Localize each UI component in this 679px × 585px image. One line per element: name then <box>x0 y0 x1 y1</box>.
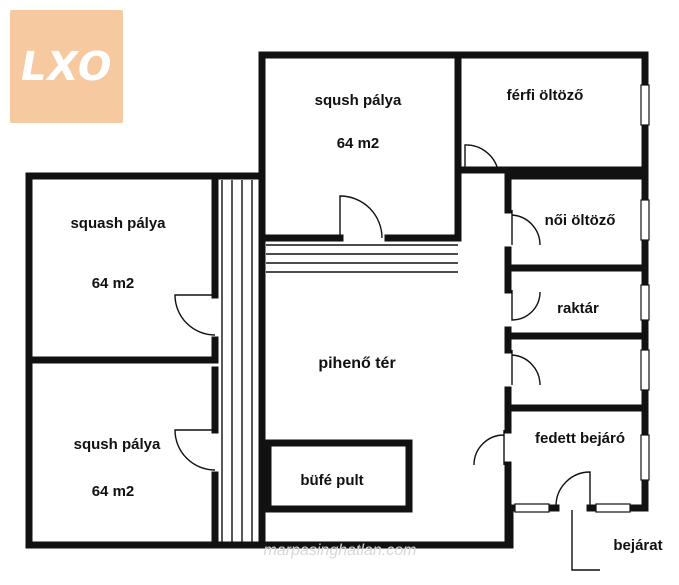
label-noi-oltozo: női öltöző <box>545 212 616 229</box>
label-squash-top-area: 64 m2 <box>337 135 380 152</box>
label-squash-left-upper-area: 64 m2 <box>92 275 135 292</box>
label-bejarat: bejárat <box>613 537 662 554</box>
label-squash-left-lower-area: 64 m2 <box>92 483 135 500</box>
label-raktar: raktár <box>557 300 599 317</box>
ferfi-walls <box>454 51 649 174</box>
logo: LXO <box>10 10 123 123</box>
stair-lines <box>221 180 458 545</box>
watermark: marpasinghatlan.com <box>264 542 417 559</box>
label-squash-left-lower-name: sqush pálya <box>74 436 161 453</box>
label-squash-left-upper-name: squash pálya <box>70 215 166 232</box>
label-piheno-ter: pihenő tér <box>318 355 395 372</box>
left-squash-upper-walls <box>25 336 219 364</box>
windows <box>514 84 650 513</box>
label-ferfi-oltozo: férfi öltöző <box>507 87 584 104</box>
bufe-counter-box <box>264 439 413 513</box>
label-bufe-pult: büfé pult <box>300 472 363 489</box>
label-fedett-bejaro: fedett bejáró <box>535 430 625 447</box>
top-squash-walls <box>258 51 462 242</box>
entrance-path <box>571 510 600 571</box>
doors <box>174 144 591 508</box>
label-squash-top-name: sqush pálya <box>315 92 402 109</box>
